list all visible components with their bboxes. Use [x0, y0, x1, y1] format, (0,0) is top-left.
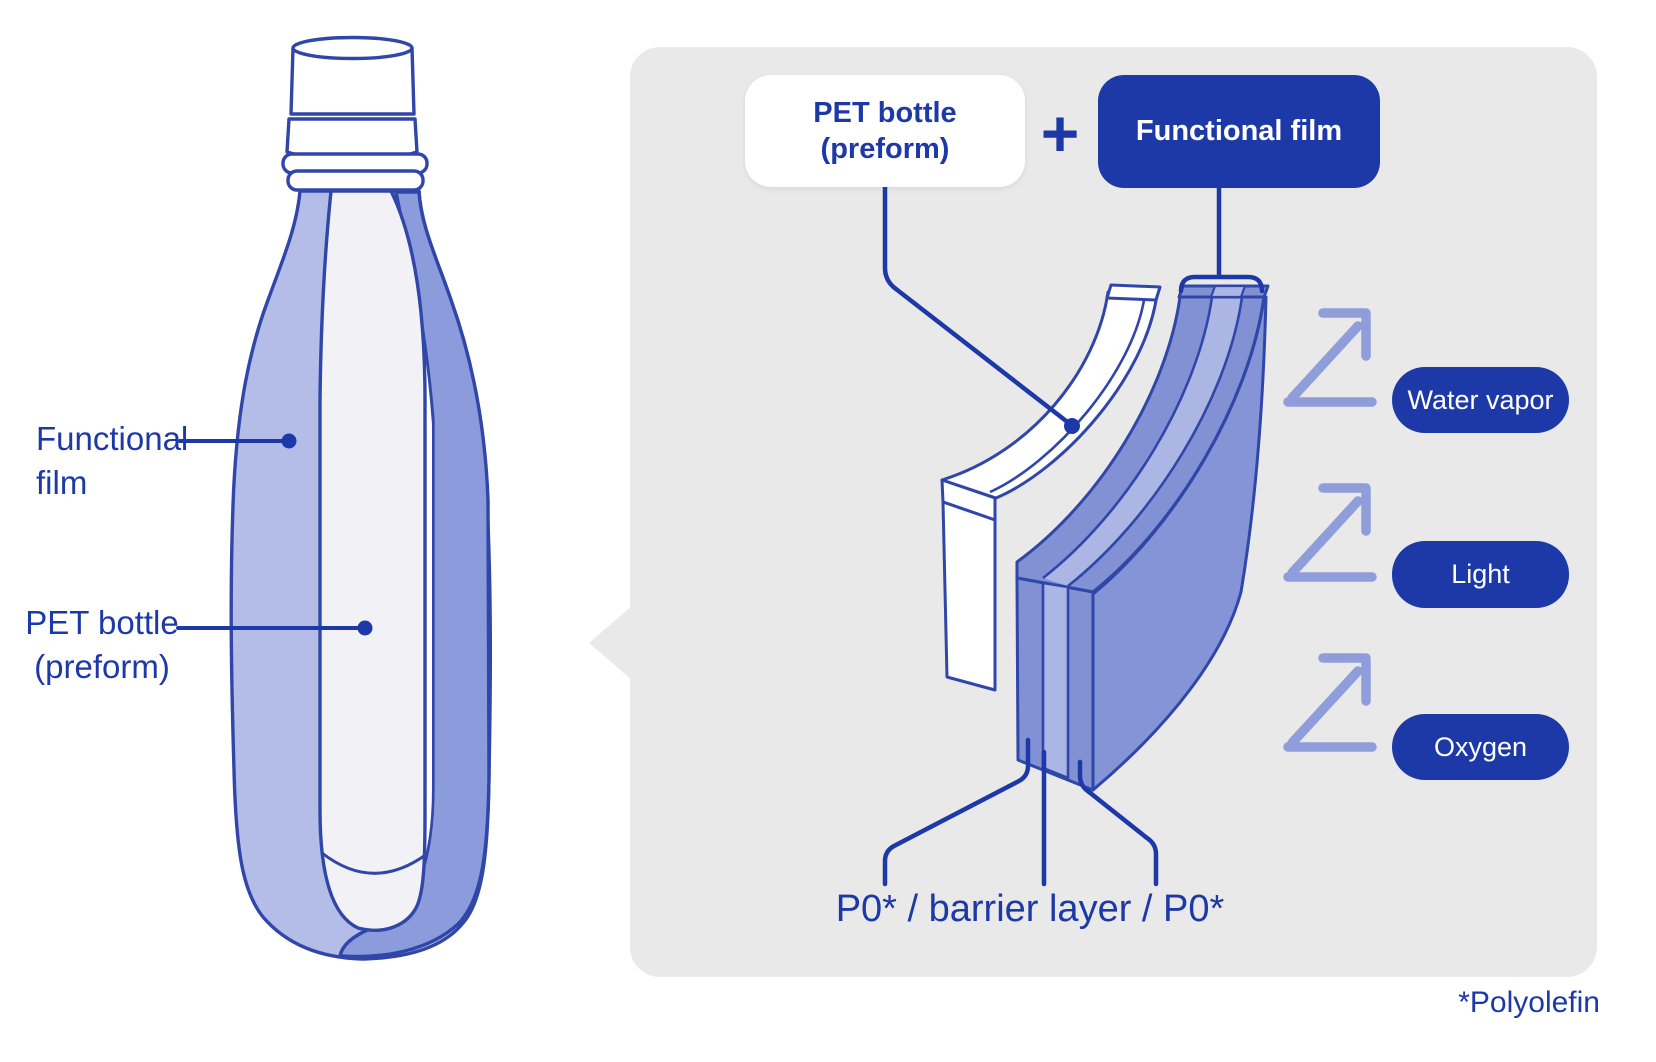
oxygen-pill: Oxygen [1392, 714, 1569, 780]
functional-film-label: Functional film [36, 417, 188, 505]
polyolefin-footnote: *Polyolefin [1458, 986, 1600, 1019]
functional-film-label-line2: film [36, 464, 88, 501]
functional-film-box: Functional film [1098, 75, 1380, 188]
pet-box-line2: (preform) [820, 133, 950, 165]
film-box-leader [1178, 185, 1265, 294]
functional-film-label-line1: Functional [36, 420, 189, 457]
layer-leader-left [882, 737, 1031, 887]
pet-box-line1: PET bottle [813, 97, 957, 129]
pet-sheet [940, 283, 1162, 692]
bottle-preform-bottom-line [320, 851, 426, 875]
film-bracket [1178, 274, 1265, 294]
functional-film-leader-dot [281, 433, 297, 449]
pet-bottle-preform-box: PET bottle (preform) [745, 75, 1025, 187]
bottle-cap-top-ellipse [291, 35, 414, 61]
bottle-neck-ring-2 [286, 169, 425, 192]
bottle-film-strip [338, 190, 491, 959]
water-vapor-arrow [1283, 308, 1377, 407]
film-layers-diagram [940, 283, 1270, 792]
layer-caption-leaders [882, 737, 1159, 887]
pet-bottle-label: PET bottle (preform) [16, 601, 188, 689]
layer-caption: P0* / barrier layer / P0* [835, 888, 1225, 930]
layer-leader-right [1077, 759, 1159, 887]
pet-sheet-end-front [941, 500, 997, 692]
bottle-preform [318, 189, 427, 932]
pet-box-leader-dot [1064, 418, 1080, 434]
light-arrow [1283, 483, 1377, 582]
barrier-arrows [1283, 308, 1377, 752]
light-pill: Light [1392, 541, 1569, 608]
pet-bottle-label-line1: PET bottle [25, 604, 179, 641]
oxygen-arrow [1283, 653, 1377, 752]
film-band-inner-edge [1092, 296, 1266, 596]
pet-bottle-leader-dot [357, 620, 373, 636]
panel-notch [589, 606, 632, 680]
film-band-sep-1 [1042, 296, 1214, 580]
pet-sheet-crease [989, 293, 1147, 494]
film-end-light-strip [1041, 581, 1070, 780]
pet-box-leader-line [882, 184, 1073, 427]
bottle-label-leaders [176, 433, 373, 636]
film-band-light-strip [1043, 297, 1242, 586]
pet-box-leader [882, 184, 1080, 434]
pet-sheet-top-edge [1105, 283, 1162, 302]
film-band-sep-2 [1067, 296, 1244, 588]
plus-icon: + [1040, 96, 1080, 170]
bottle-illustration [229, 35, 493, 961]
functional-film-sheet [1015, 284, 1270, 792]
film-top-edge-light [1209, 284, 1247, 299]
water-vapor-pill: Water vapor [1392, 367, 1569, 433]
pet-bottle-label-line2: (preform) [34, 648, 170, 685]
